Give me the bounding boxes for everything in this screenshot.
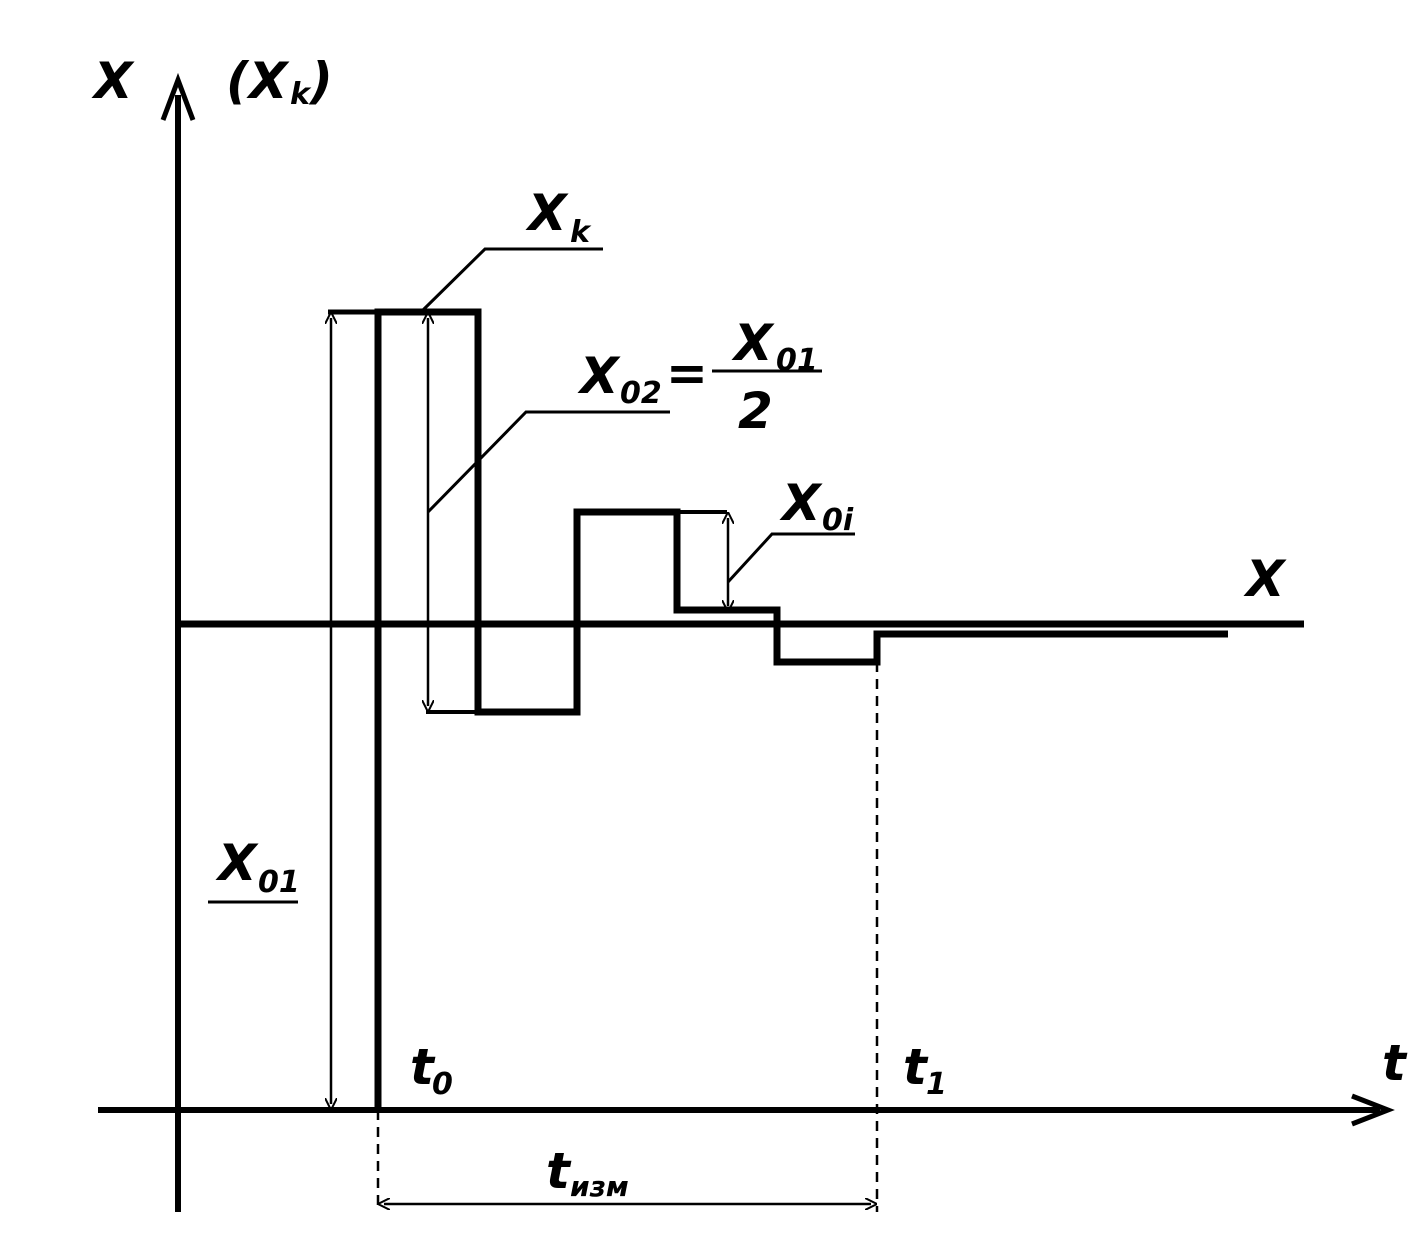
xk-label: X: [525, 184, 569, 242]
x01-numerator: X: [731, 314, 775, 372]
x-level-label: X: [1243, 550, 1287, 608]
x01-label-sub: 01: [258, 865, 300, 900]
x02-label: X: [577, 347, 621, 405]
t0-label-sub: 0: [432, 1067, 453, 1102]
fraction-denominator: 2: [738, 382, 773, 440]
t1-label: t: [903, 1038, 929, 1096]
xk-label-sub: k: [570, 215, 592, 250]
x01-label: X: [215, 834, 259, 892]
equals-sign: =: [666, 344, 708, 402]
xk-leader: [421, 247, 603, 312]
x02-label-sub: 02: [620, 376, 662, 411]
x0i-leader: [726, 532, 855, 584]
t-axis-label: t: [1382, 1034, 1408, 1092]
t0-label: t: [410, 1038, 436, 1096]
t-izm-label-sub: изм: [570, 1170, 629, 1203]
t-axis-arrowhead: [1351, 1093, 1395, 1127]
y-axis-alt-sub: k: [290, 77, 312, 112]
x0i-label-sub: 0i: [822, 503, 854, 538]
t1-label-sub: 1: [926, 1067, 947, 1102]
t-izm-label: t: [546, 1142, 572, 1200]
x0i-label: X: [779, 474, 823, 532]
x01-numerator-sub: 01: [776, 343, 818, 378]
y-axis-alt-label: (X: [226, 52, 290, 110]
x02-leader: [426, 410, 670, 514]
y-axis-arrowhead: [160, 72, 196, 121]
y-axis-alt-close: ): [308, 52, 333, 110]
y-axis-label: X: [91, 52, 135, 110]
